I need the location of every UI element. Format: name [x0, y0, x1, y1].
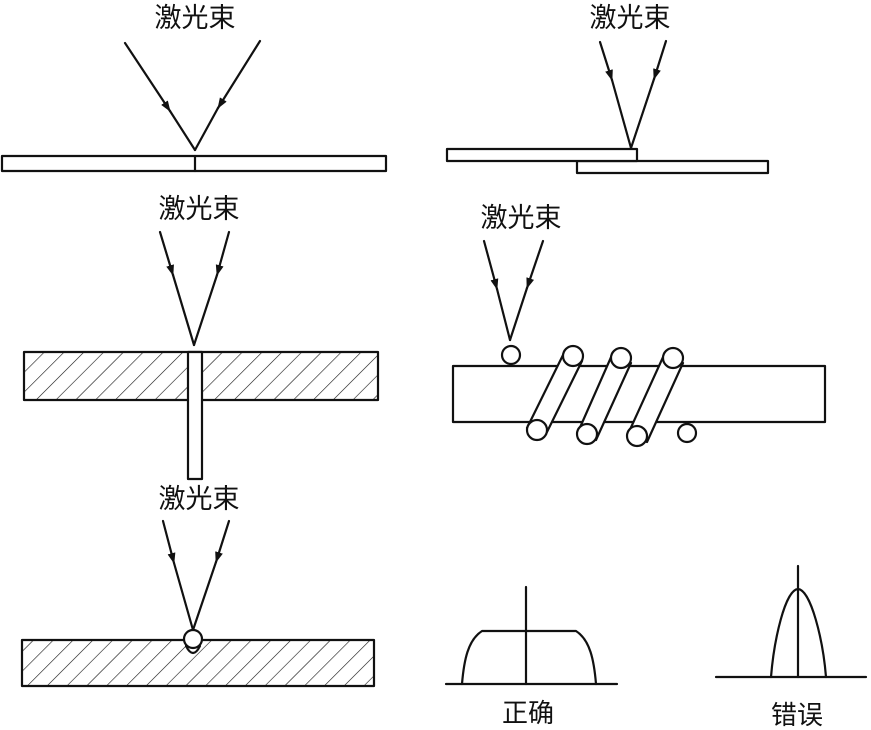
wire-end [676, 422, 698, 444]
correct-caption: 正确 [502, 699, 554, 729]
beam-label: 激光束 [590, 3, 671, 34]
beam-arrow-left [158, 230, 175, 277]
beam-line-right [191, 560, 218, 632]
beam-line-right [508, 286, 529, 342]
coil-windings [500, 344, 698, 448]
beam-line-right [193, 106, 220, 152]
correct-profile-panel: 正确 [444, 585, 619, 729]
beam-line-right [629, 77, 656, 150]
wrong-profile-panel: 错误 [714, 564, 868, 730]
coil-end [575, 422, 599, 446]
coil-end [609, 346, 633, 370]
beam-arrow-left [161, 519, 176, 565]
beam-arrow-right [214, 519, 231, 564]
wire [182, 628, 204, 650]
wire-start [500, 344, 522, 366]
beam-label: 激光束 [159, 194, 240, 225]
coil-end [525, 418, 549, 442]
wire-on-plate-panel: 激光束 [20, 484, 376, 688]
beam-label: 激光束 [159, 484, 240, 515]
butt-joint-panel: 激光束 [0, 3, 388, 173]
beam-line-left [610, 78, 633, 150]
coil-end [625, 424, 649, 448]
beam-arrow-left [123, 41, 172, 113]
beam-line-right [192, 273, 219, 347]
coil-end [561, 344, 585, 368]
coil-panel: 激光束 [451, 203, 827, 448]
lap-joint-panel: 激光束 [445, 3, 770, 175]
lower-plate [575, 159, 770, 175]
coil-end [661, 346, 685, 370]
wrong-caption: 错误 [771, 701, 823, 730]
beam-label: 激光束 [481, 203, 562, 234]
beam-label: 激光束 [155, 3, 236, 34]
beam-arrow-right [525, 239, 545, 290]
vertical-rib [186, 350, 204, 481]
t-joint-panel: 激光束 [22, 194, 380, 481]
flat-top-profile [460, 629, 598, 686]
beam-arrow-right [216, 39, 262, 110]
beam-line-left [171, 273, 196, 347]
beam-line-left [168, 109, 197, 152]
beam-arrow-left [482, 239, 499, 291]
beam-line-left [172, 561, 195, 632]
beam-arrow-left [598, 40, 614, 82]
upper-plate [445, 147, 639, 163]
beam-line-left [495, 287, 512, 342]
beam-arrow-right [652, 39, 668, 81]
peaked-profile [769, 587, 828, 679]
beam-arrow-right [215, 230, 231, 277]
